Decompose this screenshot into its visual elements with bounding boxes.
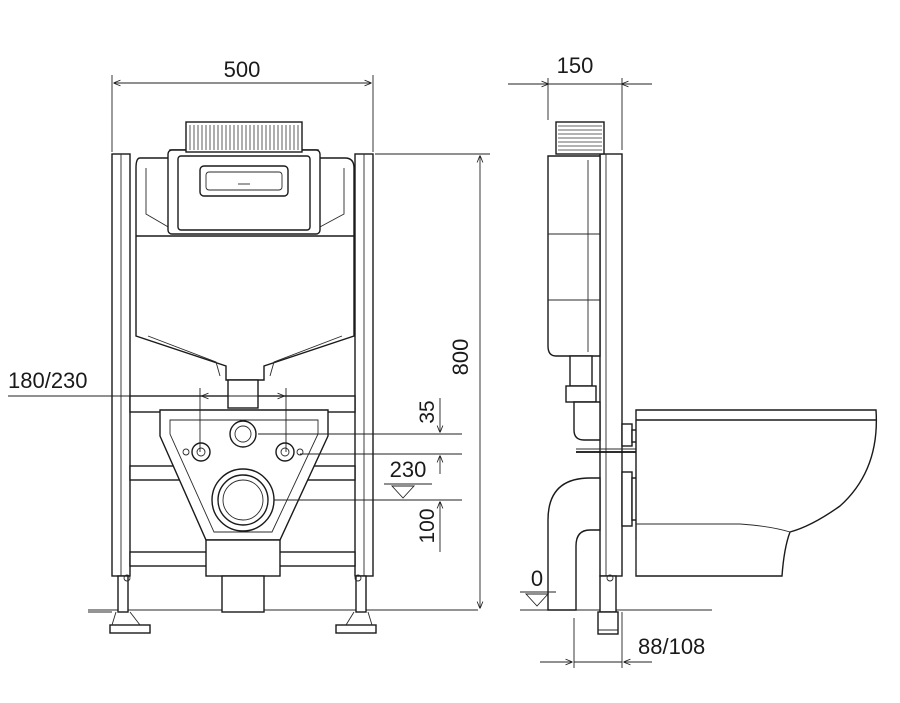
dim-flush-spacing: 180/230 [8, 368, 287, 452]
dim-depth-label: 150 [557, 53, 594, 78]
front-bracket [159, 409, 329, 613]
toilet-bowl [635, 409, 878, 577]
dim-width-label: 500 [224, 57, 261, 82]
dim-pipe-offset-label: 88/108 [638, 634, 705, 659]
front-view: 500 180/230 800 35 230 [8, 57, 490, 634]
dim-depth: 150 [508, 53, 652, 150]
dim-inlet-offset-label: 35 [416, 400, 439, 423]
side-view: 150 [508, 53, 878, 668]
dim-floor-level: 0 [520, 566, 556, 607]
dim-outlet-offset-label: 100 [416, 508, 439, 543]
dim-outlet-height: 230 [384, 457, 432, 499]
dim-outlet-height-label: 230 [390, 457, 427, 482]
dim-outlet-offset: 100 [416, 502, 440, 552]
dim-floor-level-label: 0 [531, 566, 543, 591]
dim-width: 500 [111, 57, 374, 152]
dim-flush-spacing-label: 180/230 [8, 368, 88, 393]
dim-pipe-offset: 88/108 [540, 612, 705, 668]
dim-height-label: 800 [448, 339, 473, 376]
dim-height: 800 [375, 153, 490, 608]
dim-inlet-offset: 35 [416, 398, 440, 474]
front-cistern [135, 121, 355, 409]
